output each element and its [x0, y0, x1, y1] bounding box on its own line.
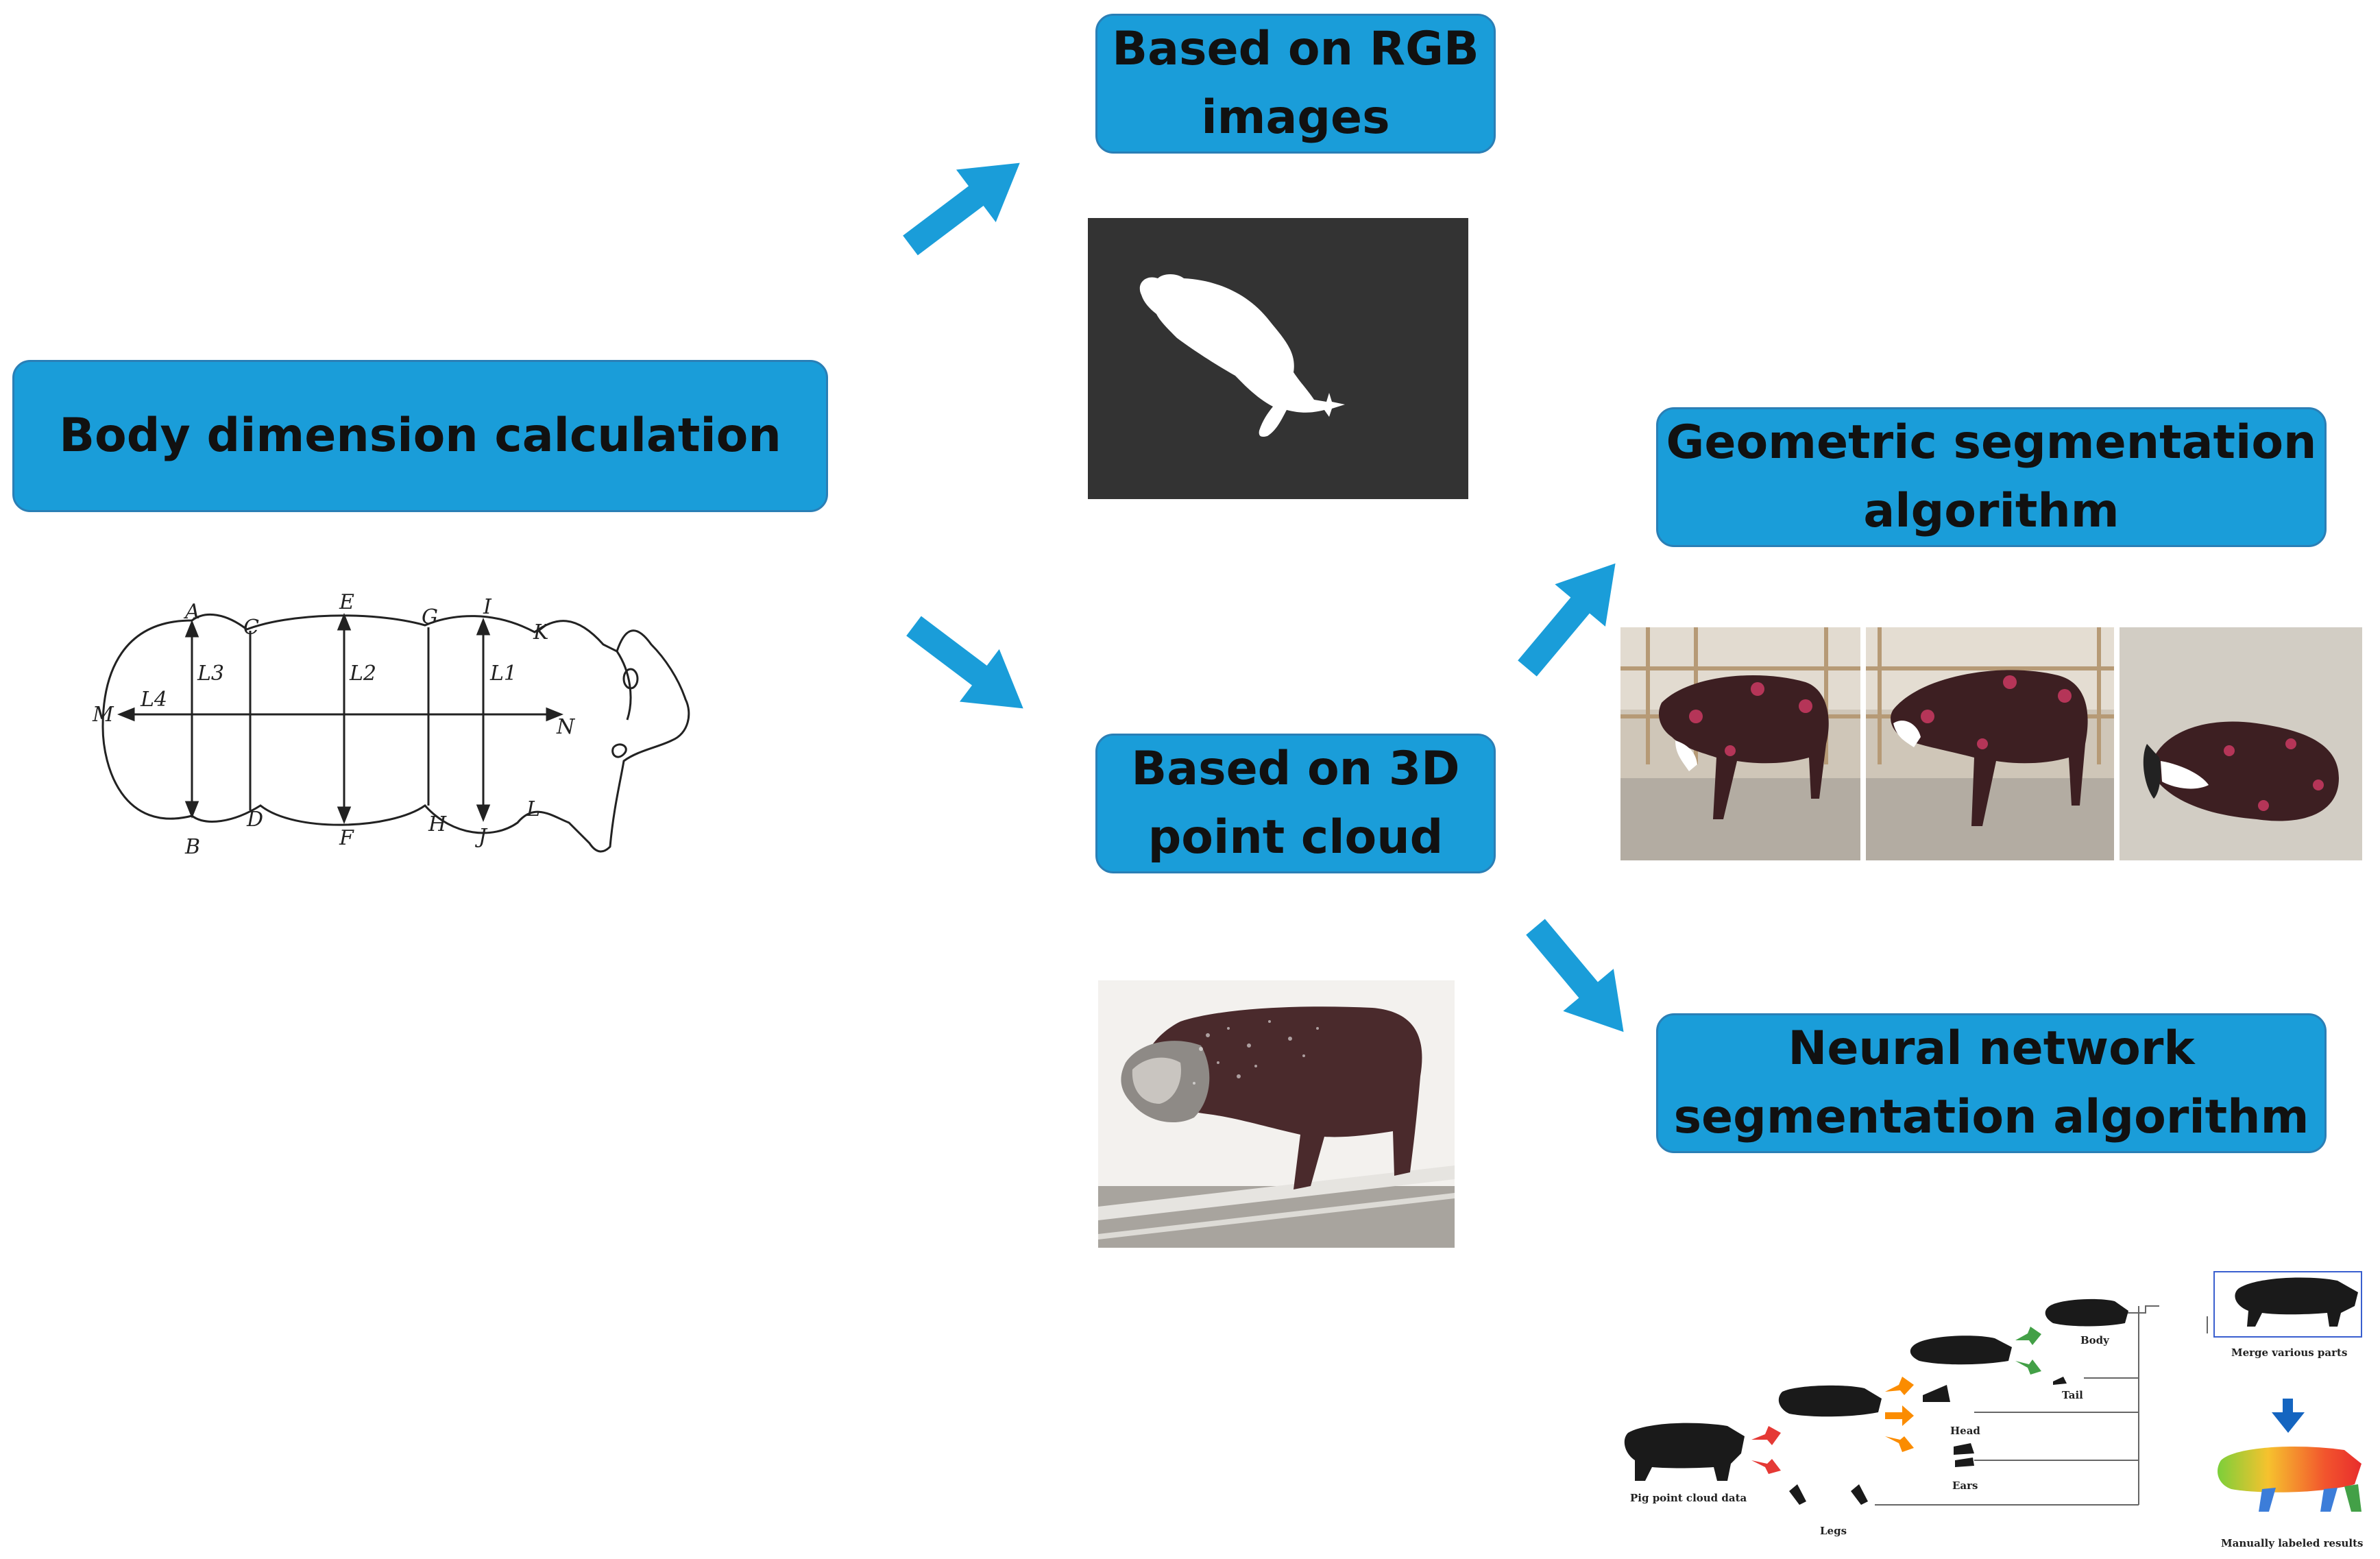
arrowhead	[546, 707, 564, 722]
body-dimension-label: Body dimension calculation	[59, 409, 781, 463]
arrowhead	[476, 804, 491, 823]
point-label-e: E	[339, 590, 354, 614]
point-cloud-cow	[1098, 1006, 1455, 1248]
tail-part	[2053, 1377, 2067, 1385]
point-cloud-label: Based on 3D point cloud	[1131, 742, 1460, 865]
label-body: Body	[2080, 1334, 2110, 1346]
rgb-box: Based on RGB images	[1095, 14, 1496, 154]
length-label-l4: L4	[140, 688, 167, 712]
point-cloud-image	[1098, 980, 1455, 1248]
point-label-i: I	[483, 595, 492, 619]
arrowhead	[117, 707, 135, 722]
pig-ear	[616, 651, 632, 721]
point-label-n: N	[556, 715, 576, 739]
arrowhead	[184, 801, 199, 819]
label-manually-labeled-results: Manually labeled results	[2221, 1537, 2363, 1549]
point-label-a: A	[183, 600, 200, 624]
merge-down-arrow	[2272, 1399, 2305, 1433]
geometric-label: Geometric segmentation algorithm	[1666, 415, 2317, 538]
merge-bounding-box	[2213, 1271, 2362, 1338]
neural-box: Neural network segmentation algorithm	[1656, 1013, 2327, 1153]
length-label-l3: L3	[197, 662, 224, 686]
point-label-g: G	[422, 605, 438, 629]
point-label-l: L	[526, 797, 540, 821]
length-label-l2: L2	[349, 662, 376, 686]
pig-snout-detail	[611, 743, 627, 758]
leg-part-2	[1851, 1484, 1868, 1505]
geometric-result-images	[1620, 627, 2362, 860]
pig-cloud-stage-2	[1778, 1385, 1882, 1417]
rgb-mask-image	[1088, 218, 1468, 499]
pig-eye	[622, 668, 639, 690]
point-label-c: C	[243, 616, 259, 640]
point-label-k: K	[533, 620, 550, 644]
ear-part-2	[1955, 1458, 1974, 1467]
length-label-l1: L1	[489, 662, 517, 686]
geometric-box: Geometric segmentation algorithm	[1656, 407, 2327, 547]
geometric-photo-3	[2120, 627, 2362, 860]
label-merge-various-parts: Merge various parts	[2231, 1346, 2347, 1359]
body-part	[2045, 1298, 2128, 1327]
point-label-b: B	[184, 835, 200, 859]
geometric-photo-2	[1866, 627, 2114, 860]
point-cloud-box: Based on 3D point cloud	[1095, 734, 1496, 873]
merged-pig	[2235, 1277, 2358, 1327]
arrowhead	[337, 806, 352, 825]
neural-label: Neural network segmentation algorithm	[1673, 1022, 2309, 1144]
ear-part-1	[1954, 1443, 1974, 1455]
pig-cloud-stage-3	[1910, 1336, 2012, 1365]
arrowhead	[184, 619, 199, 638]
body-dimension-box: Body dimension calculation	[12, 360, 828, 512]
label-head: Head	[1950, 1425, 1980, 1437]
arrowhead	[337, 612, 352, 631]
point-label-f: F	[339, 826, 354, 850]
geometric-photo-1	[1620, 627, 1860, 860]
arrowhead	[476, 617, 491, 636]
leg-part-1	[1789, 1484, 1806, 1505]
point-label-h: H	[428, 812, 447, 836]
geometric-photos	[1620, 627, 2362, 860]
cow-silhouette	[1139, 274, 1345, 437]
labeled-result-pig	[2218, 1447, 2361, 1492]
pig-cloud-input	[1624, 1423, 1745, 1481]
head-part	[1923, 1385, 1950, 1402]
label-legs: Legs	[1820, 1525, 1847, 1537]
label-tail: Tail	[2062, 1389, 2083, 1401]
point-label-d: D	[246, 808, 263, 832]
rgb-label: Based on RGB images	[1112, 22, 1479, 145]
point-label-m: M	[92, 703, 114, 727]
label-ears: Ears	[1952, 1479, 1978, 1492]
label-pig-point-cloud-data: Pig point cloud data	[1630, 1492, 1747, 1504]
